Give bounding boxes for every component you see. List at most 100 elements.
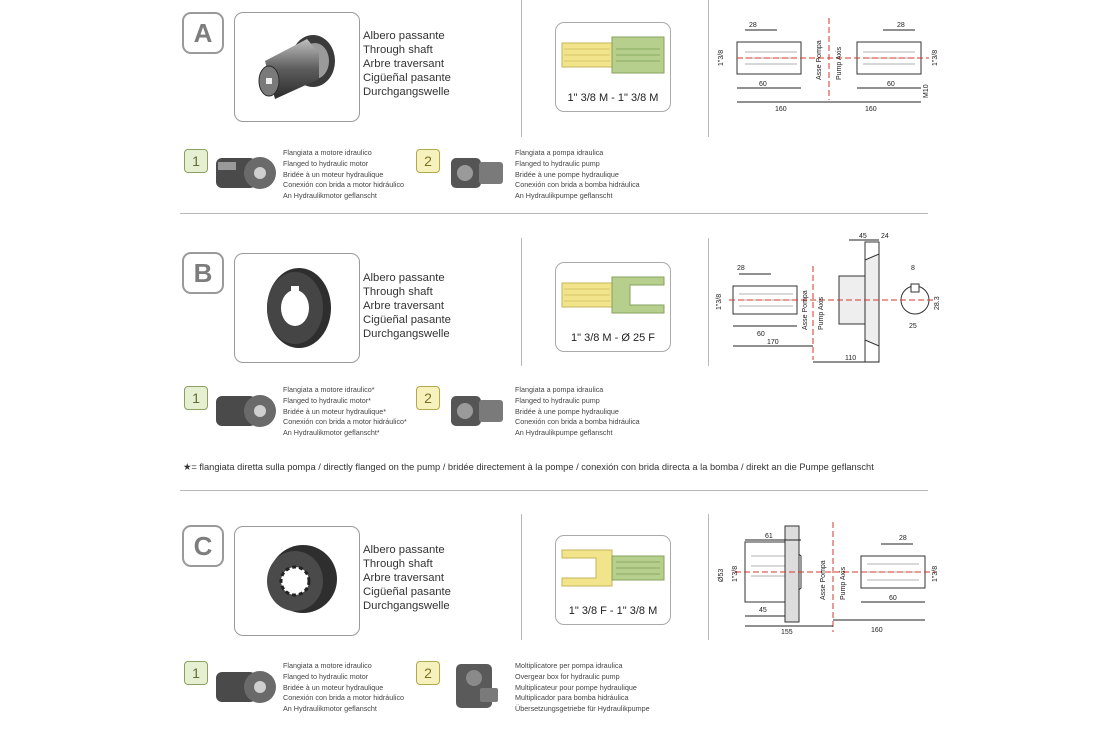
option-line: An Hydraulikpumpe geflanscht <box>515 191 613 201</box>
option-line: Bridée à un moteur hydraulique <box>283 169 384 179</box>
keyed-hub-image <box>267 268 331 348</box>
shaft-name-list-a: Albero passante Through shaft Arbre trav… <box>363 30 451 100</box>
option-line: Multiplicateur pour pompe hydraulique <box>515 682 637 692</box>
shaft-name-list-b: Albero passante Through shaft Arbre trav… <box>363 272 451 342</box>
name-it: Albero passante <box>363 272 445 284</box>
hydraulic-motor-image <box>216 157 276 189</box>
axis-label-it-b: Asse Pompa <box>802 290 809 330</box>
column-divider-c-1 <box>521 514 522 640</box>
dim-a-160-left: 160 <box>775 106 787 113</box>
name-fr: Arbre traversant <box>363 57 444 70</box>
option-line: An Hydraulikmotor geflanscht <box>283 191 377 201</box>
column-divider-b-2 <box>708 238 709 366</box>
option-line: An Hydraulikmotor geflanscht <box>283 704 377 714</box>
option-line: Flangiata a motore idraulico <box>283 661 372 670</box>
option-line: Bridée à un moteur hydraulique* <box>283 406 387 416</box>
column-divider-c-2 <box>708 514 709 640</box>
option-text-b-2: Flangiata a pompa idraulica Flanged to h… <box>515 385 640 439</box>
technical-drawing-a: 28 1"3/8 60 160 28 1"3/8 60 160 M10 Asse… <box>718 18 939 113</box>
option-line: Flanged to hydraulic pump <box>515 395 600 405</box>
dim-b-60: 60 <box>757 331 765 338</box>
dim-b-25: 25 <box>909 323 917 330</box>
dim-c-1-3-8-right: 1"3/8 <box>932 566 939 582</box>
option-line: Multiplicador para bomba hidráulica <box>515 693 629 703</box>
name-en: Through shaft <box>363 43 433 56</box>
option-line: Flangiata a motore idraulico* <box>283 385 375 394</box>
column-divider-a-2 <box>708 0 709 137</box>
dim-b-28: 28 <box>737 265 745 272</box>
option-line: Flanged to hydraulic pump <box>515 158 600 168</box>
dim-b-28-3: 28.3 <box>934 296 941 310</box>
dim-c-61: 61 <box>765 533 773 540</box>
name-de: Durchgangswelle <box>363 599 450 612</box>
dim-c-155: 155 <box>781 629 793 636</box>
option-line: Flanged to hydraulic motor <box>283 671 369 681</box>
option-line: Moltiplicatore per pompa idraulica <box>515 661 623 670</box>
dim-a-1-3-8-right: 1"3/8 <box>932 50 939 66</box>
option-line: Bridée à une pompe hydraulique <box>515 406 619 416</box>
dim-a-28-left: 28 <box>749 22 757 29</box>
name-es: Cigüeñal pasante <box>363 585 451 598</box>
dim-b-110: 110 <box>845 355 856 362</box>
option-badge-a-2: 2 <box>416 149 440 173</box>
option-line: An Hydraulikpumpe geflanscht <box>515 428 613 438</box>
through-shaft-photo-c <box>234 526 360 636</box>
dim-b-170: 170 <box>767 339 779 346</box>
option-line: Conexión con brida a motor hidráulico <box>283 693 405 703</box>
dim-a-28-right: 28 <box>897 22 905 29</box>
option-badge-c-2: 2 <box>416 661 440 685</box>
through-shaft-photo-a <box>234 12 360 122</box>
footnote: ★= flangiata diretta sulla pompa / direc… <box>183 462 874 472</box>
through-shaft-photo-b <box>234 253 360 363</box>
splined-hub-image <box>267 545 337 613</box>
spline-label: 1" 3/8 F - 1" 3/8 M <box>568 605 658 617</box>
option-line: Conexión con brida a motor hidráulico* <box>283 417 407 427</box>
spline-icon-male-keyed <box>561 276 665 314</box>
dim-c-60: 60 <box>889 595 897 602</box>
column-divider-b-1 <box>521 238 522 366</box>
dim-b-1-3-8: 1"3/8 <box>716 294 723 310</box>
name-fr: Arbre traversant <box>363 299 444 312</box>
dim-c-1-3-8-left: 1"3/8 <box>732 566 739 582</box>
shaft-name-list-c: Albero passante Through shaft Arbre trav… <box>363 544 451 614</box>
name-es: Cigüeñal pasante <box>363 71 451 84</box>
option-line: Conexión con brida a bomba hidráulica <box>515 417 640 427</box>
hydraulic-motor-image <box>216 395 276 427</box>
spline-label: 1" 3/8 M - 1" 3/8 M <box>567 92 659 104</box>
option-line: Flangiata a pompa idraulica <box>515 385 604 394</box>
name-fr: Arbre traversant <box>363 571 444 584</box>
section-letter-c: C <box>182 525 224 567</box>
axis-label-it-c: Asse Pompa <box>820 560 827 600</box>
section-divider-b-c <box>180 490 928 491</box>
option-line: Overgear box for hydraulic pump <box>515 671 620 681</box>
hydraulic-pump-image <box>451 158 503 188</box>
spline-diagram-b: 1" 3/8 M - Ø 25 F <box>555 262 671 352</box>
section-letter-a: A <box>182 12 224 54</box>
dim-c-45: 45 <box>759 607 767 614</box>
option-line: Flangiata a motore idraulico <box>283 148 372 157</box>
spline-icon-male-male <box>561 36 665 74</box>
axis-label-en-c: Pump Axis <box>840 566 847 600</box>
dim-a-1-3-8-left: 1"3/8 <box>718 50 725 66</box>
name-de: Durchgangswelle <box>363 85 450 98</box>
dim-a-60-left: 60 <box>759 81 767 88</box>
option-badge-a-1: 1 <box>184 149 208 173</box>
name-en: Through shaft <box>363 557 433 570</box>
through-shaft-image <box>258 35 335 99</box>
dim-c-28: 28 <box>899 535 907 542</box>
dim-a-60-right: 60 <box>887 81 895 88</box>
technical-drawing-b: 28 1"3/8 60 170 45 24 8 28.3 25 110 Asse… <box>716 233 941 363</box>
spline-diagram-a: 1" 3/8 M - 1" 3/8 M <box>555 22 671 112</box>
hydraulic-pump-image <box>451 396 503 426</box>
column-divider-a-1 <box>521 0 522 137</box>
option-line: Bridée à une pompe hydraulique <box>515 169 619 179</box>
dim-c-160: 160 <box>871 627 883 634</box>
option-badge-c-1: 1 <box>184 661 208 685</box>
option-line: Bridée à un moteur hydraulique <box>283 682 384 692</box>
option-line: Übersetzungsgetriebe für Hydraulikpumpe <box>515 704 650 714</box>
dim-c-d53: Ø53 <box>718 569 725 582</box>
axis-label-en-b: Pump Axis <box>818 296 825 330</box>
option-line: Flangiata a pompa idraulica <box>515 148 604 157</box>
name-it: Albero passante <box>363 544 445 556</box>
dim-b-24: 24 <box>881 233 889 240</box>
